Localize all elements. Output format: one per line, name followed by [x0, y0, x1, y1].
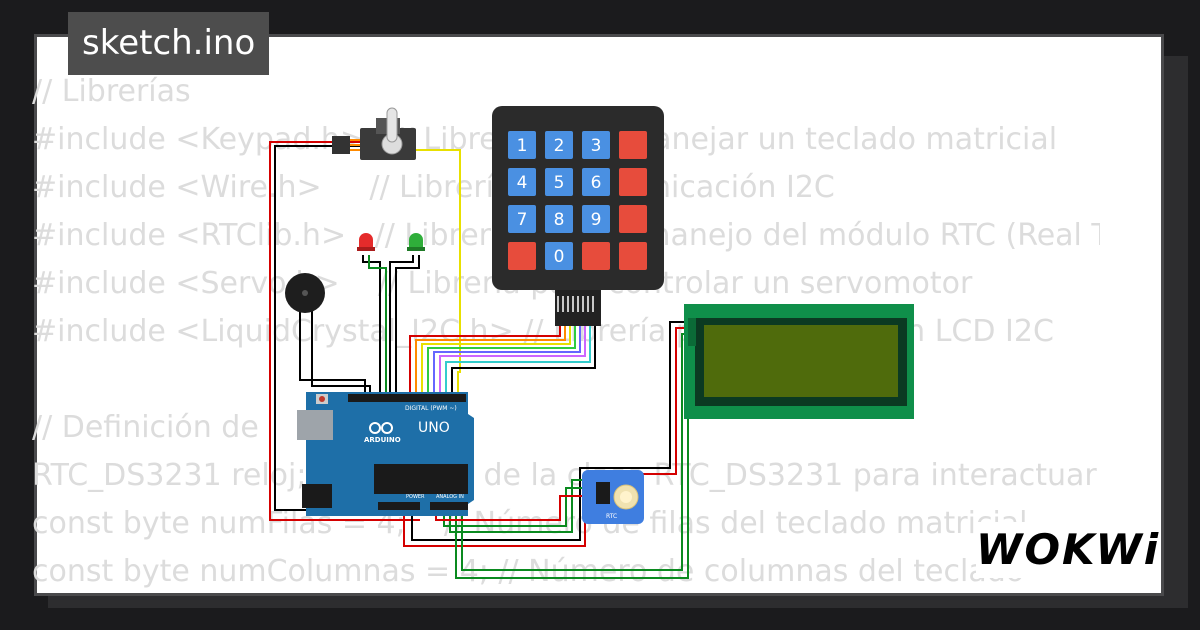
keypad-key[interactable] — [508, 205, 536, 233]
wire-keypad-1 — [409, 325, 561, 395]
wire-lcd-scl — [455, 339, 690, 579]
arduino-model: UNO — [418, 420, 450, 436]
wire-keypad-6 — [439, 325, 586, 395]
keypad-pin — [587, 296, 589, 312]
keypad-key-label: 9 — [591, 210, 602, 230]
wire-keypad-3 — [421, 325, 571, 395]
keypad-key[interactable] — [545, 168, 573, 196]
code-line: RTC_DS3231 reloj; // Objeto de la clase … — [32, 458, 1097, 493]
reset-button-cap — [319, 396, 325, 402]
digital-header-label: DIGITAL (PWM ~) — [405, 405, 457, 412]
keypad-key[interactable] — [619, 205, 647, 233]
keypad-key[interactable] — [508, 131, 536, 159]
keypad-key[interactable] — [582, 168, 610, 196]
buzzer-hole — [302, 290, 308, 296]
keypad-pin — [567, 296, 569, 312]
wire-servo-signal — [269, 141, 420, 521]
analog-header — [430, 502, 468, 510]
code-line: // Librerías — [32, 74, 191, 109]
keypad-pin — [582, 296, 584, 312]
keypad-key[interactable] — [619, 131, 647, 159]
keypad[interactable]: 1 2 3 4 5 6 7 8 9 0 — [492, 106, 664, 326]
buzzer[interactable] — [285, 273, 325, 313]
keypad-key-label: 6 — [591, 173, 602, 193]
usb-port — [297, 410, 333, 440]
wire-keypad-8 — [451, 325, 596, 395]
keypad-key-label: 4 — [517, 173, 528, 193]
rtc-label: RTC — [606, 513, 617, 520]
servo-connector — [332, 136, 350, 154]
led-green-base — [407, 247, 425, 251]
power-jack — [302, 484, 332, 508]
analog-label: ANALOG IN — [436, 494, 464, 500]
wire-led-green — [389, 255, 414, 395]
power-header — [378, 502, 420, 510]
keypad-key[interactable] — [619, 242, 647, 270]
microcontroller-chip — [374, 464, 468, 494]
wire-keypad-2 — [415, 325, 566, 395]
wire-keypad-7 — [445, 325, 591, 395]
wire-led-red-2 — [368, 255, 387, 395]
wire-rtc-1 — [449, 479, 585, 533]
servo-leads — [350, 139, 360, 151]
led-green[interactable] — [407, 233, 425, 251]
wire-servo-pwm — [378, 149, 461, 395]
servo-arm — [386, 107, 398, 143]
keypad-key-label: 5 — [554, 173, 565, 193]
keypad-pins — [557, 296, 594, 312]
led-red-base — [357, 247, 375, 251]
rtc-chip — [596, 482, 610, 504]
led-red-bulb — [359, 233, 373, 248]
lcd-pin-labels — [688, 318, 696, 346]
keypad-key[interactable] — [508, 242, 536, 270]
code-line: // Definición de — [32, 410, 259, 445]
wire-lcd-sda — [461, 333, 690, 571]
keypad-pin — [557, 296, 559, 312]
keypad-key[interactable] — [545, 205, 573, 233]
keypad-pin — [592, 296, 594, 312]
keypad-key-label: 7 — [517, 210, 528, 230]
keypad-key[interactable] — [545, 131, 573, 159]
keypad-key[interactable] — [619, 168, 647, 196]
lcd-screen — [704, 325, 898, 397]
wire-lcd-gnd — [411, 321, 690, 541]
servo-motor[interactable] — [332, 107, 416, 160]
wire-buzzer — [299, 300, 366, 395]
wokwi-logo: WOKWi — [976, 522, 1158, 578]
arduino-brand: ARDUINO — [364, 436, 401, 444]
wire-rtc-3 — [435, 495, 585, 521]
keypad-key[interactable] — [582, 242, 610, 270]
keypad-key-label: 0 — [554, 247, 565, 267]
keypad-key[interactable] — [545, 242, 573, 270]
keypad-key-label: 3 — [591, 136, 602, 156]
arduino-uno[interactable]: DIGITAL (PWM ~) ARDUINO UNO POWER ANALOG… — [297, 392, 474, 516]
keypad-pin — [577, 296, 579, 312]
keypad-pin — [572, 296, 574, 312]
keypad-key[interactable] — [582, 131, 610, 159]
wires — [269, 141, 690, 579]
led-red[interactable] — [357, 233, 375, 251]
project-filename: sketch.ino — [68, 12, 270, 75]
keypad-keys[interactable]: 1 2 3 4 5 6 7 8 9 0 — [508, 131, 647, 270]
wire-led-red — [362, 255, 381, 395]
code-line: const byte numColumnas = 4; // Número de… — [32, 554, 1025, 589]
rtc-battery-inner — [620, 491, 632, 503]
power-label: POWER — [406, 494, 425, 500]
led-green-bulb — [409, 233, 423, 248]
rtc-module[interactable]: RTC — [582, 470, 644, 524]
keypad-key-label: 1 — [517, 136, 528, 156]
keypad-key[interactable] — [508, 168, 536, 196]
wire-led-green-2 — [395, 255, 420, 395]
keypad-key-label: 2 — [554, 136, 565, 156]
arduino-logo: ARDUINO UNO — [364, 420, 450, 444]
wire-keypad-4 — [427, 325, 576, 395]
wire-keypad-5 — [433, 325, 581, 395]
wire-buzzer-2 — [311, 300, 371, 395]
keypad-key[interactable] — [582, 205, 610, 233]
lcd-display[interactable] — [684, 304, 914, 419]
keypad-pin — [562, 296, 564, 312]
keypad-key-label: 8 — [554, 210, 565, 230]
digital-header — [348, 394, 466, 402]
